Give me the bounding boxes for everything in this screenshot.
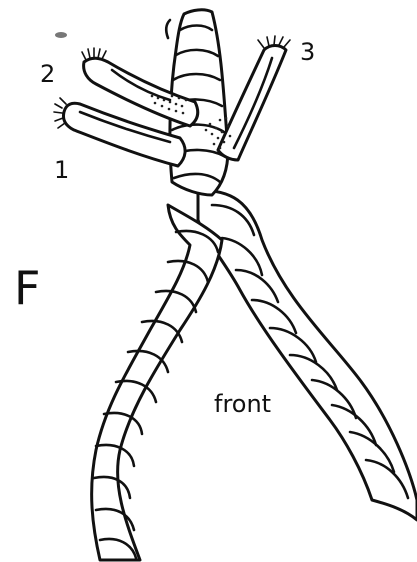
strand-1-number: 1: [54, 156, 69, 184]
left-rope-strand: [92, 205, 222, 560]
ink-smudge: [55, 32, 67, 38]
right-rope-strand: [198, 190, 417, 520]
strand-2-number: 2: [40, 60, 55, 88]
loose-strand-3: [218, 46, 286, 161]
strand-3-number: 3: [300, 38, 315, 66]
panel-letter: F: [14, 261, 40, 315]
side-label: front: [214, 390, 271, 418]
